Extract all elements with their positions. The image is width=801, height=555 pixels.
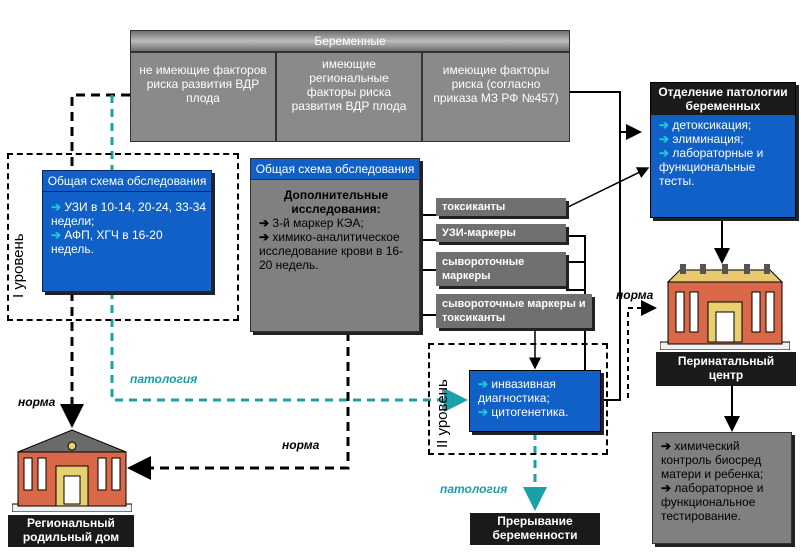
department-items: ➔ детоксикация; ➔ элиминация; ➔ лаборато… <box>651 115 795 190</box>
perinatal-item: ➔ лабораторное и функциональное тестиров… <box>661 481 764 523</box>
marker-ultrasound: УЗИ-маркеры <box>436 224 566 242</box>
level2-box: ➔ инвазивная диагностика; ➔ цитогенетика… <box>469 370 601 432</box>
level1-box: Общая схема обследования ➔ УЗИ в 10-14, … <box>42 170 212 292</box>
marker-toxicants: токсиканты <box>436 198 566 216</box>
level2-frame <box>428 343 608 455</box>
pregnant-col-order-risk: имеющие факторы риска (согласно приказа … <box>422 52 570 142</box>
edge-label-norma-left: норма <box>18 395 56 409</box>
edge-label-pathology-bottom: патология <box>440 482 508 496</box>
maternity-building-icon <box>12 429 132 512</box>
perinatal-box: ➔ химический контроль биосред матери и р… <box>652 432 792 544</box>
level1-frame <box>7 153 239 321</box>
edge-label-pathology-left: патология <box>130 372 198 386</box>
level2-item: ➔ инвазивная диагностика; <box>478 377 556 405</box>
perinatal-item: ➔ химический контроль биосред матери и р… <box>661 439 764 481</box>
marker-serum-toxicants: сывороточные маркеры и токсиканты <box>436 294 592 328</box>
general-item: ➔ 3-й маркер КЭА; <box>259 216 364 230</box>
department-item: ➔ детоксикация; <box>659 118 752 132</box>
general-extra-title: Дополнительные исследования: <box>283 188 389 216</box>
general-item: ➔ химико-аналитическое исследование кров… <box>259 230 404 272</box>
general-box: Общая схема обследования Дополнительные … <box>250 158 420 332</box>
general-box-title: Общая схема обследования <box>251 159 419 180</box>
level1-item: ➔ УЗИ в 10-14, 20-24, 33-34 недели; <box>51 200 207 228</box>
level1-box-title: Общая схема обследования <box>43 171 211 192</box>
department-title: Отделение патологии беременных <box>651 83 795 115</box>
level2-item: ➔ цитогенетика. <box>478 405 569 419</box>
pregnant-col-regional-risk: имеющие региональные факторы риска разви… <box>276 52 422 142</box>
marker-serum: сывороточные маркеры <box>436 252 566 286</box>
level1-item: ➔ АФП, ХГЧ в 16-20 недель. <box>51 228 163 256</box>
general-extra: Дополнительные исследования: ➔ 3-й марке… <box>251 180 419 274</box>
perinatal-label: Перинатальный центр <box>656 352 796 386</box>
edge-label-norma-center: норма <box>282 438 320 452</box>
edge-label-norma-right: норма <box>616 288 654 302</box>
pregnant-header: Беременные <box>130 30 570 52</box>
pregnant-col-no-risk: не имеющие факторов риска развития ВДР п… <box>130 52 276 142</box>
level2-label: II уровень <box>434 379 451 448</box>
perinatal-building-icon <box>660 264 790 350</box>
department-item: ➔ лабораторные и функциональные тесты. <box>659 146 764 188</box>
department-item: ➔ элиминация; <box>659 132 744 146</box>
level1-label: I уровень <box>10 233 27 298</box>
department-box: Отделение патологии беременных ➔ детокси… <box>650 82 796 218</box>
level1-items: ➔ УЗИ в 10-14, 20-24, 33-34 недели; ➔ АФ… <box>43 192 211 258</box>
maternity-label: Региональный родильный дом <box>8 515 134 547</box>
termination-label: Прерывание беременности <box>470 513 600 545</box>
